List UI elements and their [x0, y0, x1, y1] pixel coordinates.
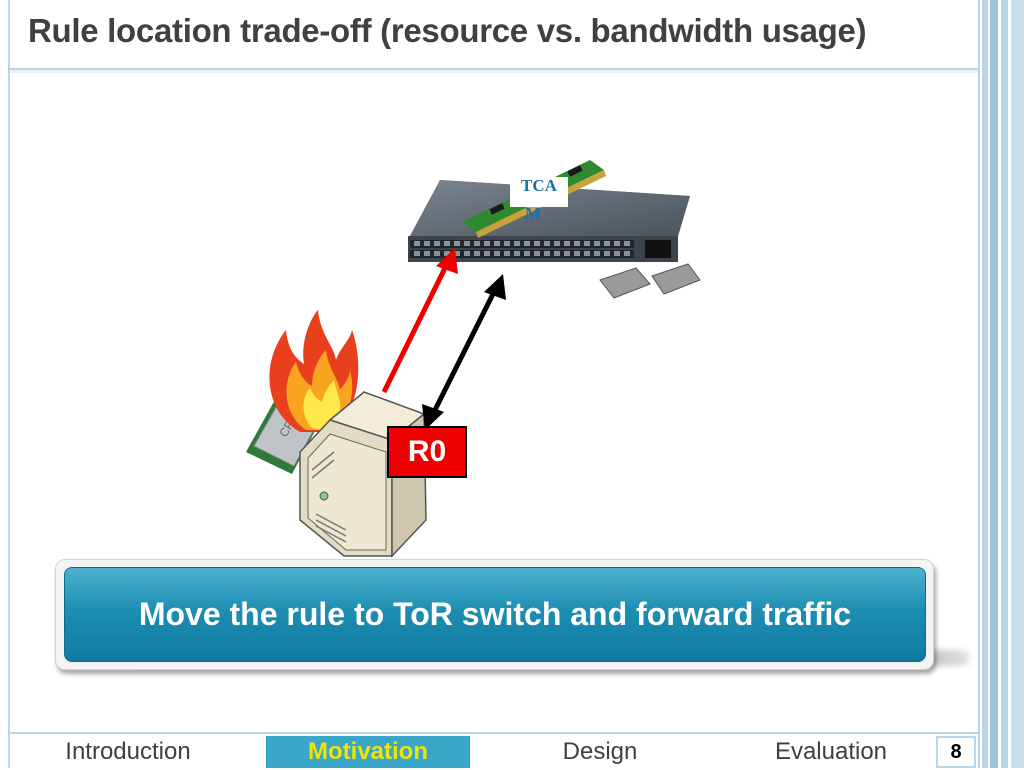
fire-icon — [269, 310, 359, 432]
nav-evaluation[interactable]: Evaluation — [774, 738, 888, 765]
decorative-stripes — [980, 0, 1024, 768]
tcam-label-line2: M — [525, 204, 542, 223]
nav-introduction[interactable]: Introduction — [65, 738, 191, 765]
nav-design[interactable]: Design — [562, 738, 638, 765]
slide-title: Rule location trade-off (resource vs. ba… — [28, 12, 867, 49]
sfp-transceiver-icon — [599, 263, 701, 299]
rule-label: R0 — [407, 435, 447, 468]
page-number: 8 — [936, 736, 976, 768]
callout-text: Move the rule to ToR switch and forward … — [138, 596, 852, 632]
red-arrow — [381, 248, 458, 394]
bottom-nav-bar — [10, 732, 978, 770]
slide-frame — [8, 0, 980, 768]
tcam-label: TCA — [510, 177, 568, 207]
title-bar: Rule location trade-off (resource vs. ba… — [10, 0, 978, 70]
server-icon — [299, 391, 427, 558]
rule-box: R0 — [387, 426, 467, 478]
black-arrow — [422, 274, 506, 430]
nav-motivation[interactable]: Motivation — [266, 736, 470, 768]
callout-box: Move the rule to ToR switch and forward … — [64, 567, 926, 662]
